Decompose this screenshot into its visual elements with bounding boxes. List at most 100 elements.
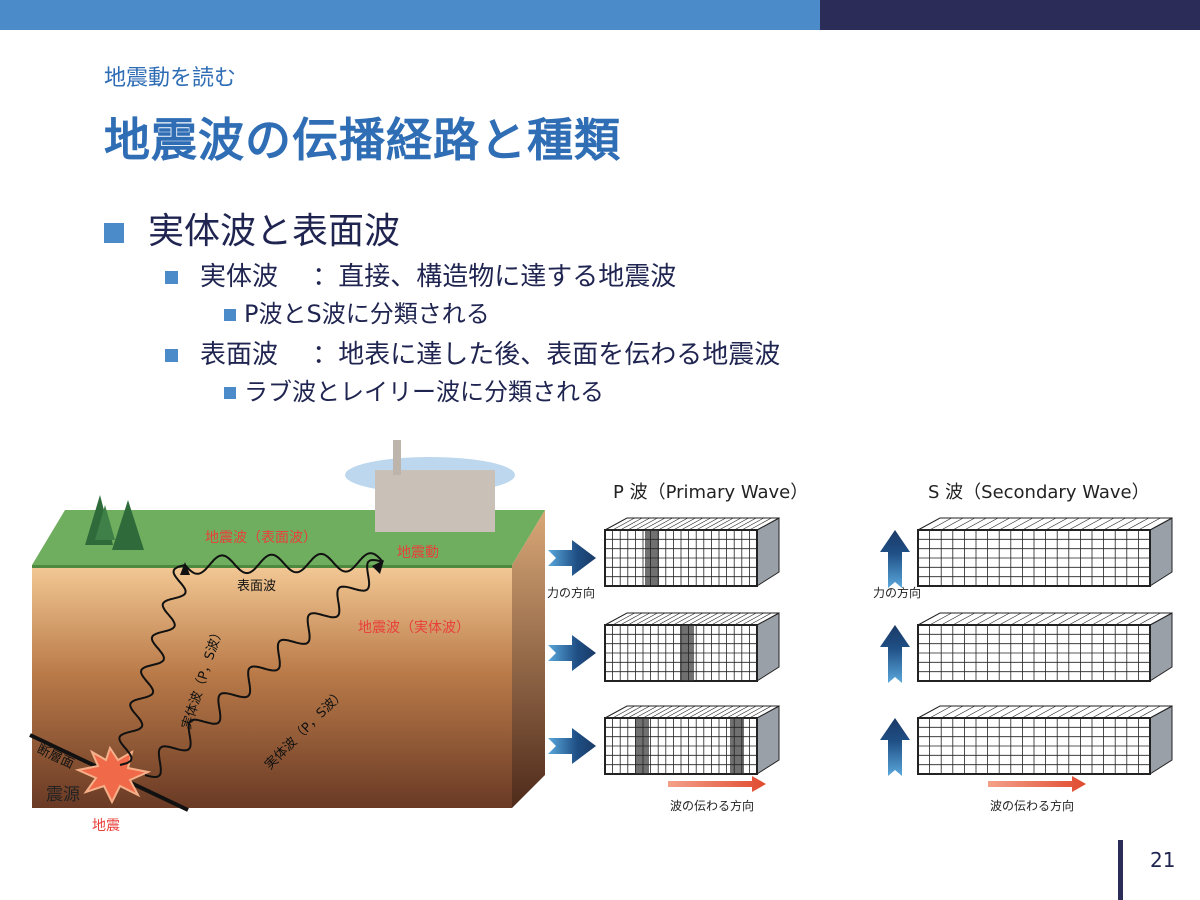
grid-line [1080,517,1103,531]
grid-line [987,705,1010,719]
grid-line [726,517,749,531]
force-arrow-right-icon [548,728,596,764]
bullet-level1: 実体波と表面波 [104,202,400,254]
grid-line [696,705,719,719]
grid-line [650,517,673,531]
grid-line [1022,705,1045,719]
grid-line [658,517,681,531]
grid-line [1033,517,1057,531]
bullet-square-icon [224,387,236,399]
earth-cross-section [29,440,545,812]
header-bar-navy [820,0,1200,30]
grid-line [642,705,666,719]
bullet-text: 実体波 ：直接、構造物に達する地震波 [200,262,677,292]
grid-line [975,612,999,626]
bullet-surface-wave: 表面波 ：地表に達した後、表面を伝わる地震波 [165,334,780,371]
grid-line [673,517,696,531]
grid-line [999,517,1022,531]
grid-line [1091,517,1115,531]
grid-line [929,517,952,531]
grid-line [718,705,742,719]
grid-line [1091,612,1115,626]
grid-line [1010,517,1033,531]
grid-line [987,517,1010,531]
grid-line [718,612,742,626]
grid-line [703,517,726,531]
grid-line [749,705,772,719]
grid-line [999,612,1022,626]
body-wave-path-left [118,564,187,766]
grid-line [1091,705,1115,719]
grid-line [627,517,650,531]
grid-line [627,612,650,626]
label-surface-wave-red: 地震波（表面波） [205,530,317,546]
p-wave-title: P 波（Primary Wave） [613,482,808,503]
grid-line [1045,705,1068,719]
bullet-body-wave: 実体波 ：直接、構造物に達する地震波 [165,256,676,293]
grid-line [1057,517,1080,531]
grid-line [688,705,711,719]
grid-line [665,705,688,719]
grid-line [1138,612,1161,626]
grid-line [1033,705,1057,719]
grid-line [665,612,688,626]
label-propagation-s: 波の伝わる方向 [990,798,1074,813]
force-arrow-up-icon [880,530,910,588]
grid-line [658,705,681,719]
force-arrow-right-icon [548,540,596,576]
grid-line [650,612,673,626]
grid-line [1103,517,1126,531]
page-number: 21 [1150,848,1176,872]
grid-line [1068,612,1091,626]
arrowhead-icon [180,562,190,575]
force-arrow-up-icon [880,625,910,683]
grid-line [741,705,764,719]
grid-line [620,705,643,719]
grid-line [941,705,964,719]
bullet-body-wave-sub: P波とS波に分類される [224,294,490,329]
grid-line [1068,705,1091,719]
grid-line [1022,612,1045,626]
grid-line [711,612,734,626]
label-propagation-p: 波の伝わる方向 [670,798,754,813]
grid-line [612,612,635,626]
header-bar-blue [0,0,820,30]
label-surface-wave: 表面波 [237,579,276,594]
bullet-text: ラブ波とレイリー波に分類される [244,378,604,406]
grid-line [1057,612,1080,626]
grid-line [726,705,749,719]
grid-line [627,705,650,719]
grid-line [941,517,964,531]
grid-line [987,612,1010,626]
grid-line [726,612,749,626]
grid-line [1138,705,1161,719]
grid-line [741,612,764,626]
grid-line [999,705,1022,719]
grid-line [658,612,681,626]
bullet-text: P波とS波に分類される [244,300,490,328]
grid-line [612,517,635,531]
grid-line [929,705,952,719]
grid-line [941,612,964,626]
grid-line [642,517,666,531]
grid-line [1080,705,1103,719]
grid-line [741,517,764,531]
grid-line [680,705,704,719]
grid-line [1045,612,1068,626]
force-arrow-right-icon [548,635,596,671]
grid-line [1126,612,1149,626]
grid-line [964,612,987,626]
grid-line [673,705,696,719]
grid-line [711,517,734,531]
grid-line [680,612,704,626]
force-arrow-up-icon [880,718,910,776]
grid-line [688,517,711,531]
grid-line [1103,612,1126,626]
grid-line [650,705,673,719]
grid-line [696,517,719,531]
grid-line [620,612,643,626]
propagation-arrow-s-icon [988,776,1086,792]
grid-line [929,612,952,626]
grid-line [975,705,999,719]
